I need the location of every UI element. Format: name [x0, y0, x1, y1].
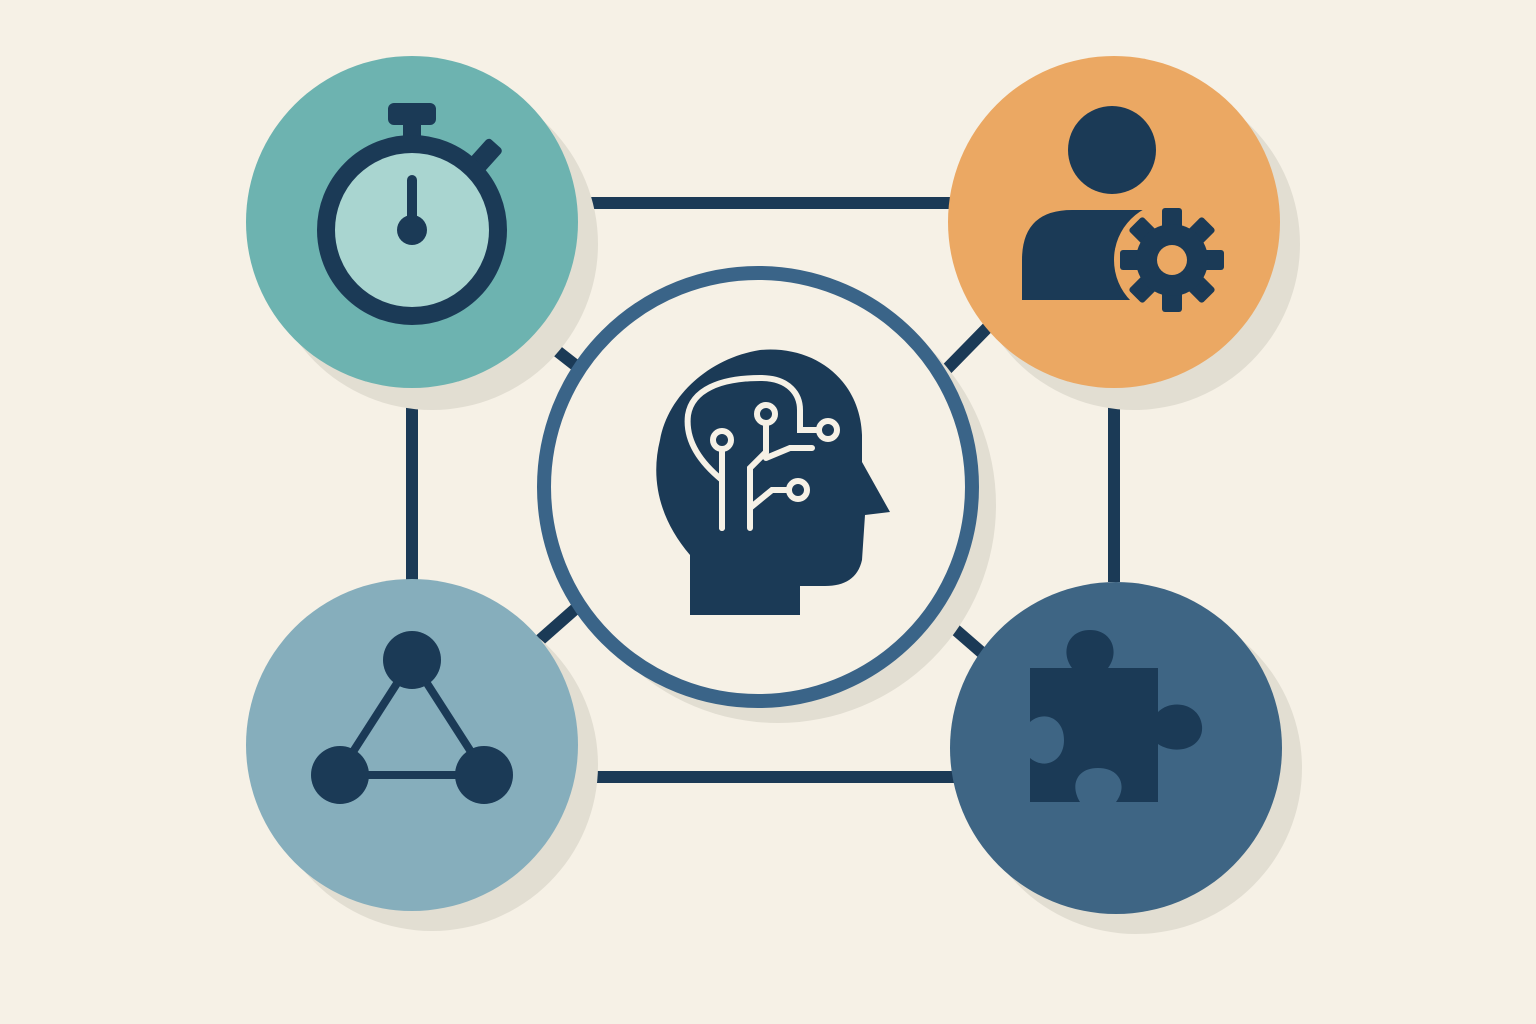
node-center [537, 266, 979, 708]
circuit-nodes [710, 402, 840, 502]
user-gear-icon [1022, 106, 1230, 318]
ai-head-icon [656, 349, 890, 615]
stopwatch-icon [317, 103, 507, 325]
gear-icon [1120, 208, 1224, 312]
node-top-right [948, 56, 1280, 388]
node-bottom-right [950, 582, 1282, 914]
circuit-lines [684, 374, 823, 531]
node-top-left [246, 56, 578, 388]
connector-diag-top-right [939, 320, 995, 377]
node-bottom-left-circle [246, 579, 578, 911]
network-icon [311, 631, 513, 804]
puzzle-icon [1030, 630, 1203, 802]
node-bottom-left [246, 579, 578, 911]
